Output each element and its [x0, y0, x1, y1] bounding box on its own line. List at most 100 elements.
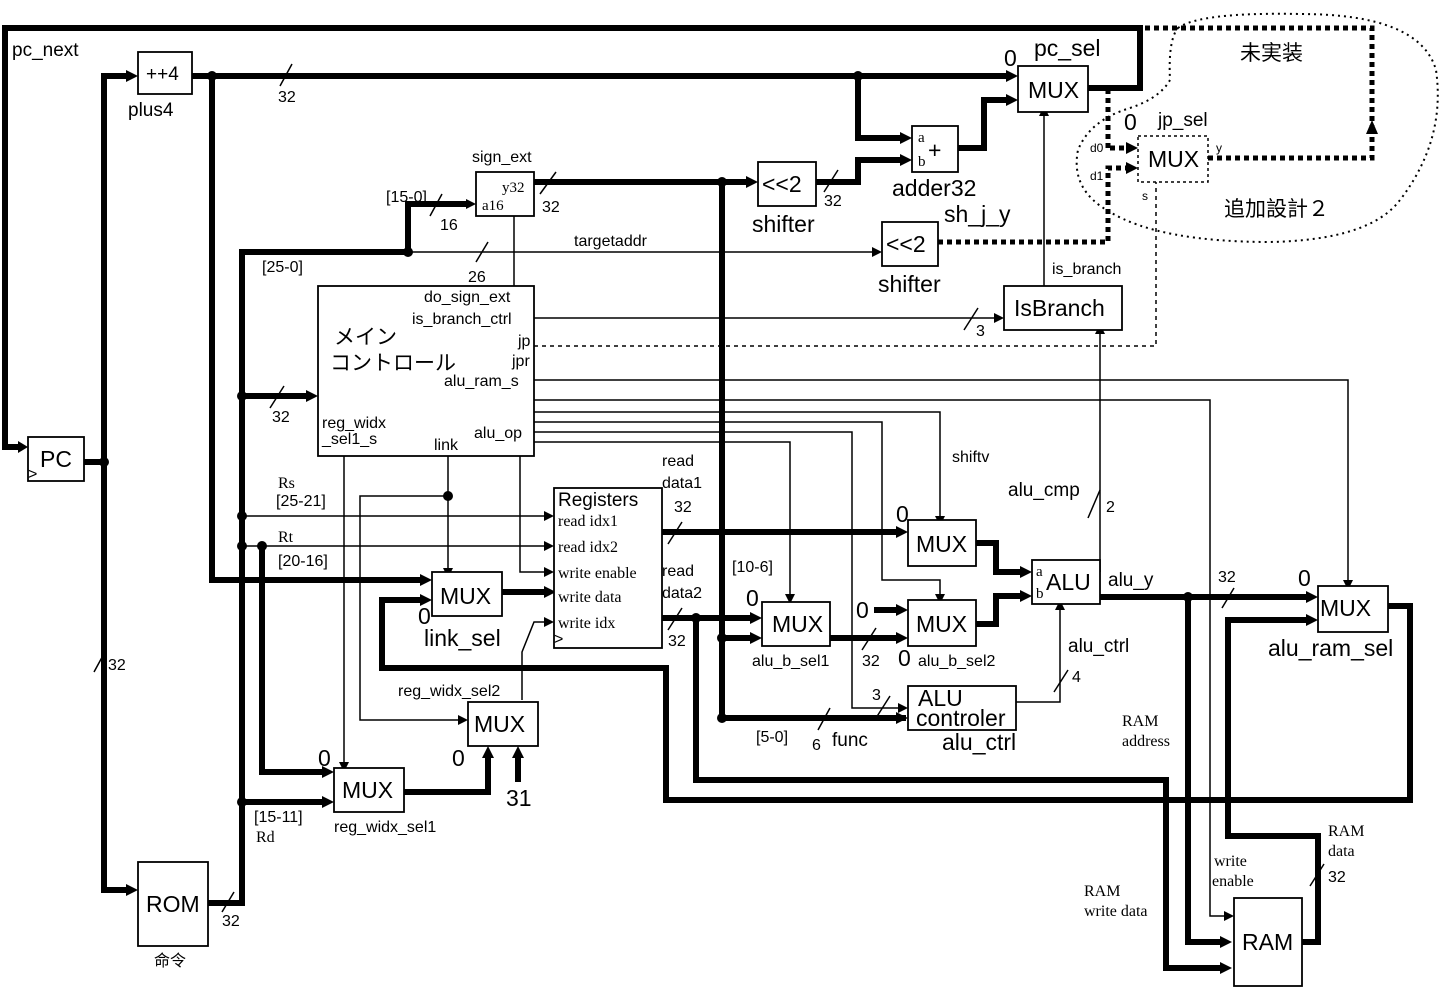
branch-shifter-block: <<2 shifter: [752, 161, 817, 237]
svg-text:32: 32: [542, 199, 560, 216]
svg-text:32: 32: [108, 657, 126, 674]
rt-to-reg-widx-sel1-wire: [259, 546, 328, 775]
svg-text:MUX: MUX: [916, 611, 967, 637]
annotations: 未実装 追加設計２: [1224, 41, 1329, 221]
svg-text:shifter: shifter: [878, 271, 941, 297]
svg-text:4: 4: [1072, 669, 1081, 686]
width-labels: 32 32 32 32 16 26 32 32 3 32 32 32 3 6 4…: [108, 89, 1346, 930]
svg-text:32: 32: [1328, 869, 1346, 886]
dashed-wires: [534, 25, 1375, 347]
svg-text:pc_sel: pc_sel: [1034, 35, 1100, 61]
svg-text:0: 0: [1004, 45, 1017, 71]
svg-text:link_sel: link_sel: [424, 625, 501, 651]
svg-text:plus4: plus4: [128, 100, 174, 121]
pc-next-wire: [2, 25, 1143, 450]
svg-text:<<2: <<2: [886, 231, 926, 257]
svg-text:6: 6: [812, 737, 821, 754]
svg-text:alu_cmp: alu_cmp: [1008, 480, 1080, 501]
link-to-reg-widx-sel2-wire: [359, 495, 462, 721]
svg-text:0: 0: [318, 745, 331, 771]
svg-text:write idx: write idx: [558, 615, 615, 632]
alu-op-wire: [534, 431, 902, 709]
svg-text:write: write: [1214, 853, 1247, 870]
svg-text:data2: data2: [662, 585, 702, 602]
svg-text:b: b: [1036, 586, 1044, 602]
ctrl-to-we-wire: [519, 456, 548, 573]
svg-text:MUX: MUX: [342, 777, 393, 803]
svg-text:MUX: MUX: [440, 583, 491, 609]
svg-text:RAM: RAM: [1084, 883, 1120, 900]
svg-text:Rd: Rd: [256, 829, 275, 846]
svg-text:RAM: RAM: [1242, 929, 1293, 955]
svg-text:alu_y: alu_y: [1108, 570, 1154, 591]
isbranch-block: IsBranch: [1003, 285, 1123, 331]
svg-text:d1: d1: [1090, 169, 1104, 183]
svg-text:PC: PC: [40, 446, 72, 472]
svg-text:pc_next: pc_next: [12, 40, 79, 61]
svg-text:controler: controler: [916, 705, 1006, 731]
svg-text:32: 32: [668, 633, 686, 650]
svg-text:write data: write data: [1084, 903, 1148, 920]
svg-text:<<2: <<2: [762, 171, 802, 197]
ctrl-to-ram-we-wire: [534, 399, 1228, 917]
plus4-to-link-mux-wire: [209, 76, 426, 583]
svg-text:[25-21]: [25-21]: [276, 493, 326, 510]
alu-ctrl-out-wire: [1016, 606, 1061, 703]
svg-text:shiftv: shiftv: [952, 449, 989, 466]
svg-text:is_branch: is_branch: [1052, 261, 1121, 278]
alu-a-mux: MUX 0: [896, 501, 977, 567]
svg-text:jp: jp: [517, 333, 531, 350]
svg-text:jp_sel: jp_sel: [1157, 110, 1208, 131]
reg-widx-sel1-mux: MUX 0 reg_widx_sel1: [318, 745, 436, 836]
arrowheads: [18, 70, 1378, 974]
svg-text:d0: d0: [1090, 141, 1104, 155]
jump-shifter-block: <<2 shifter: [878, 221, 941, 297]
sign-ext-block: sign_ext y32 a16: [472, 149, 535, 217]
svg-text:RAM: RAM: [1122, 713, 1158, 730]
adder32-block: a b + adder32: [892, 125, 976, 201]
svg-text:func: func: [832, 730, 868, 751]
write-idx-wire: [521, 621, 548, 700]
pc-to-plus4-wire: [101, 73, 132, 462]
svg-text:b: b: [918, 154, 926, 170]
pc-sel-mux: MUX 0 pc_sel: [1004, 35, 1100, 113]
svg-text:[10-6]: [10-6]: [732, 559, 773, 576]
registers-block: Registers read idx1 read idx2 write enab…: [553, 487, 663, 649]
svg-text:命令: 命令: [154, 952, 186, 970]
svg-text:未実装: 未実装: [1240, 41, 1303, 65]
svg-text:MUX: MUX: [1320, 595, 1371, 621]
svg-text:link: link: [434, 437, 459, 454]
svg-text:a: a: [918, 130, 925, 146]
ram-block: RAM: [1233, 897, 1303, 987]
write-back-wire: [379, 597, 1413, 803]
rom-out-wire: [208, 249, 408, 906]
svg-text:Rs: Rs: [278, 475, 295, 492]
svg-text:shifter: shifter: [752, 211, 815, 237]
svg-text:[15-11]: [15-11]: [254, 809, 303, 826]
svg-text:do_sign_ext: do_sign_ext: [424, 289, 511, 306]
svg-text:0: 0: [898, 645, 911, 671]
svg-text:コントロール: コントロール: [330, 351, 456, 375]
alu-y-to-ram-wire: [1185, 597, 1226, 945]
svg-text:read: read: [662, 563, 694, 580]
svg-text:is_branch_ctrl: is_branch_ctrl: [412, 311, 512, 328]
alu-ram-s-wire: [534, 379, 1349, 584]
svg-text:y32: y32: [502, 180, 525, 196]
svg-text:enable: enable: [1212, 873, 1254, 890]
svg-text:32: 32: [278, 89, 296, 106]
svg-text:write data: write data: [558, 589, 622, 606]
svg-text:++4: ++4: [146, 64, 179, 85]
signal-labels: pc_next sh_j_y is_branch targetaddr shif…: [12, 40, 1364, 920]
svg-text:reg_widx_sel2: reg_widx_sel2: [398, 683, 500, 700]
svg-text:MUX: MUX: [1028, 77, 1079, 103]
imm16-wire: [405, 201, 470, 252]
svg-text:data: data: [1328, 843, 1355, 860]
svg-text:MUX: MUX: [474, 711, 525, 737]
svg-text:RAM: RAM: [1328, 823, 1364, 840]
svg-text:追加設計２: 追加設計２: [1224, 197, 1329, 221]
read-data2-to-ram-wire: [693, 618, 1226, 971]
ram-data-wire: [1225, 617, 1321, 945]
jp-wire: [534, 182, 1157, 347]
svg-text:data1: data1: [662, 475, 702, 492]
